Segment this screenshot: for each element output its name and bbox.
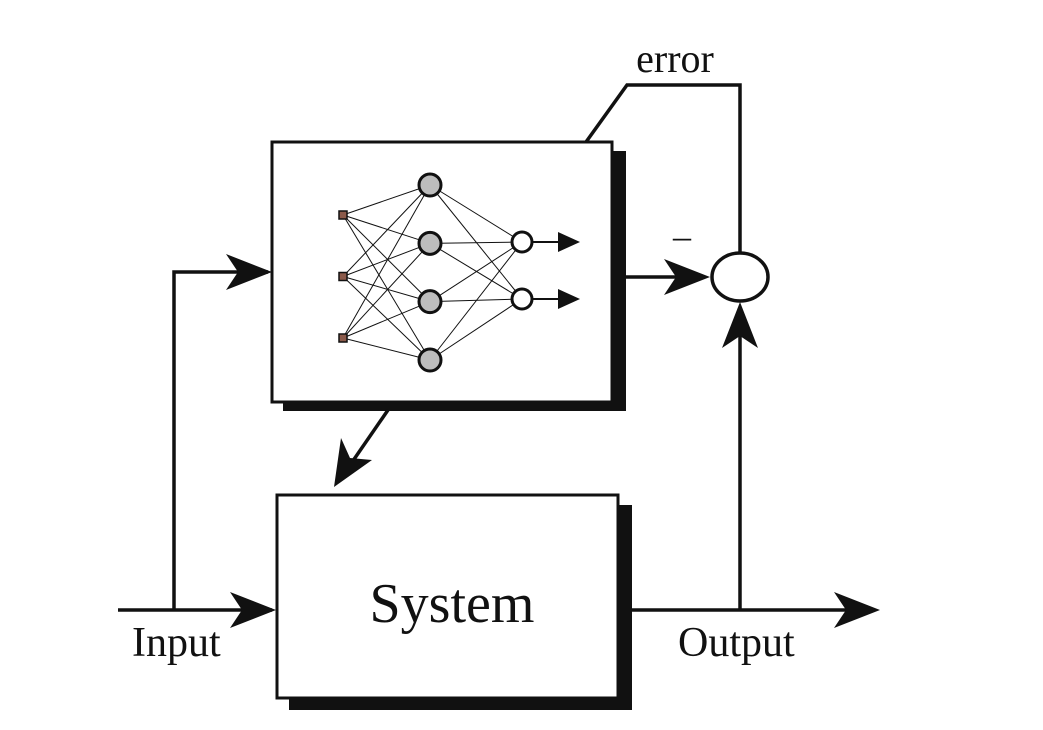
network-edge-input-2-hidden-2 xyxy=(342,242,431,277)
network-hidden-node-3 xyxy=(417,289,443,315)
error-feedback-line xyxy=(584,83,742,253)
comparator-junction xyxy=(710,251,770,303)
network-edge-input-1-hidden-1 xyxy=(342,184,431,216)
network-nodes xyxy=(338,172,580,373)
network-edge-hidden-2-output-1 xyxy=(429,241,523,244)
network-edge-hidden-2-output-2 xyxy=(429,242,523,300)
network-edge-input-2-hidden-4 xyxy=(342,276,431,361)
network-output-node-2 xyxy=(510,287,534,311)
network-edge-hidden-1-output-1 xyxy=(429,184,523,243)
network-output-arrowhead-1 xyxy=(558,232,580,252)
network-edge-input-1-hidden-3 xyxy=(342,214,431,303)
system-block-frame xyxy=(275,493,620,700)
adaptation-arrowhead xyxy=(334,438,372,487)
network-edge-input-1-hidden-2 xyxy=(342,214,431,244)
adaptation-arrow xyxy=(334,409,390,487)
network-input-node-1 xyxy=(338,210,348,220)
network-output-arrowhead xyxy=(664,259,710,295)
input-label: Input xyxy=(132,620,221,666)
input-branch-arrowhead xyxy=(226,254,272,290)
input-arrowhead xyxy=(230,592,276,628)
network-edge-input-2-hidden-3 xyxy=(342,276,431,303)
network-edge-input-3-hidden-3 xyxy=(342,301,431,339)
system-block xyxy=(275,493,632,710)
network-connections xyxy=(342,184,523,361)
network-edge-input-3-hidden-4 xyxy=(342,337,431,361)
output-feedback-arrowhead xyxy=(722,302,758,348)
input-signal-path xyxy=(118,254,276,628)
output-label: Output xyxy=(678,620,795,666)
neural-network-block xyxy=(270,140,626,411)
network-edge-hidden-4-output-2 xyxy=(429,298,523,361)
network-edge-input-1-hidden-4 xyxy=(342,214,431,361)
network-output-arrowhead-2 xyxy=(558,289,580,309)
network-edge-hidden-4-output-1 xyxy=(429,241,523,361)
system-label: System xyxy=(370,573,535,635)
network-edge-hidden-1-output-2 xyxy=(429,184,523,300)
network-edge-hidden-3-output-1 xyxy=(429,241,523,303)
network-output-node-1 xyxy=(510,230,534,254)
error-label: error xyxy=(636,36,714,81)
minus-sign: – xyxy=(672,216,692,256)
network-edge-input-3-hidden-1 xyxy=(342,184,431,339)
network-hidden-node-1 xyxy=(417,172,443,198)
network-hidden-node-2 xyxy=(417,230,443,256)
network-output-path xyxy=(626,259,710,295)
output-signal-path xyxy=(632,302,880,628)
network-edge-input-2-hidden-1 xyxy=(342,184,431,277)
network-hidden-node-4 xyxy=(417,347,443,373)
network-input-node-2 xyxy=(338,271,348,282)
input-branch-line xyxy=(172,270,268,610)
network-edge-input-3-hidden-2 xyxy=(342,242,431,339)
network-input-node-3 xyxy=(338,333,348,343)
adaptation-line xyxy=(346,409,390,469)
output-arrowhead xyxy=(834,592,880,628)
